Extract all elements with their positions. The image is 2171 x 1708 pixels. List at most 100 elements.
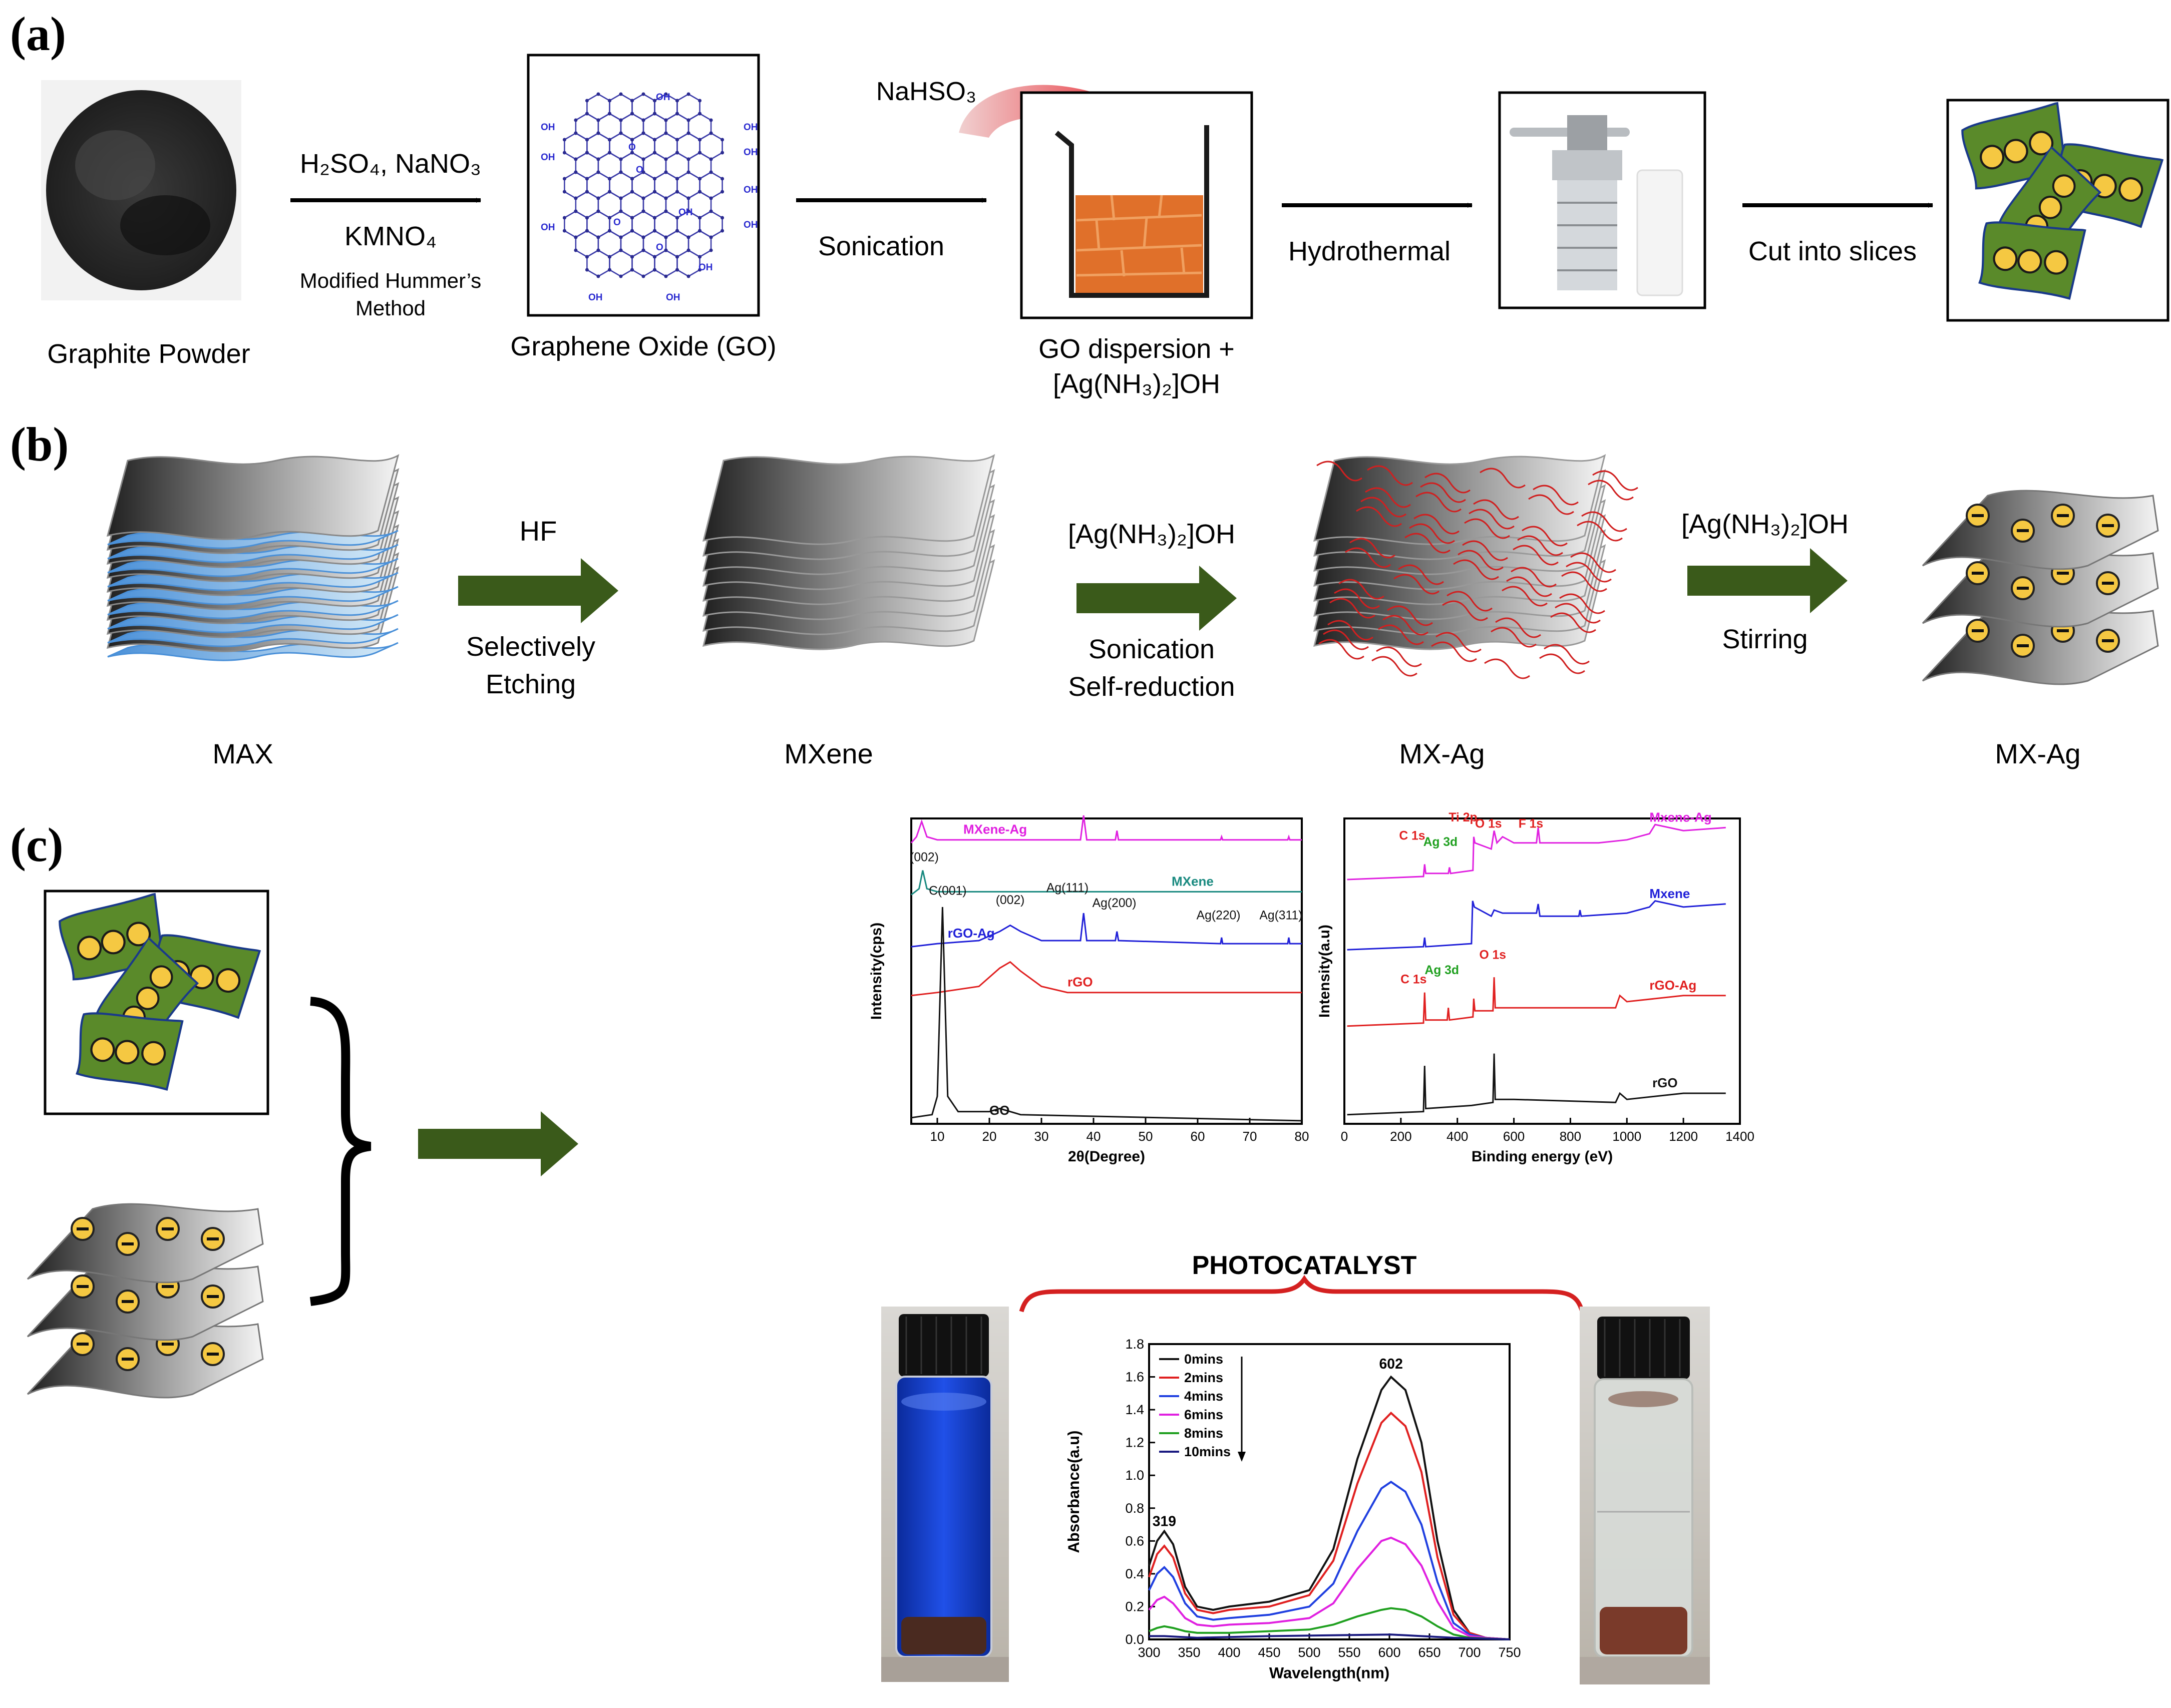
peak-annotation: Ag(111): [1046, 881, 1089, 895]
negative-charge: [162, 1285, 174, 1288]
silver-fiber: [1469, 509, 1515, 530]
negative-charge: [122, 1242, 134, 1245]
x-tick-label: 40: [1087, 1129, 1101, 1144]
rgo-ag-slices-c: [44, 890, 269, 1115]
negative-charge: [1972, 514, 1984, 517]
series-label: rGO: [1067, 975, 1093, 990]
silver-fiber: [1431, 641, 1477, 662]
go-group-label: OH: [588, 292, 603, 303]
x-tick-label: 400: [1218, 1645, 1240, 1660]
series-line: [911, 907, 1302, 1122]
mxene-sheet: [702, 454, 995, 545]
reagent2-label: [Ag(NH₃)₂]OH: [1681, 509, 1849, 539]
legend-entry: 6mins: [1184, 1407, 1223, 1422]
mxag-label-1: MX-Ag: [1399, 738, 1485, 769]
go-group-label: O: [613, 217, 621, 228]
x-tick-label: 70: [1243, 1129, 1257, 1144]
combine-brace: [309, 997, 372, 1306]
negative-charge: [122, 1300, 134, 1303]
silver-fiber: [1577, 521, 1623, 542]
silver-fiber: [1420, 482, 1466, 503]
max-sheet: [106, 454, 400, 540]
series-label: rGO-Ag: [948, 926, 995, 941]
stirring-label: Stirring: [1722, 624, 1807, 654]
trend-arrow-head: [1238, 1452, 1246, 1462]
peak-annotation: Ag(200): [1093, 897, 1137, 910]
x-tick-label: 50: [1139, 1129, 1153, 1144]
series-line: [911, 913, 1302, 948]
silver-fiber: [1365, 487, 1411, 508]
x-axis-label: Binding energy (eV): [1472, 1148, 1613, 1165]
silver-fiber: [1378, 624, 1424, 645]
legend-entry: 8mins: [1184, 1426, 1223, 1441]
sonication-label: Sonication: [818, 231, 944, 261]
peak-annotation: C 1s: [1399, 829, 1425, 843]
silver-fiber: [1329, 598, 1375, 619]
silver-fiber: [1533, 485, 1579, 506]
peak-label: 319: [1153, 1514, 1176, 1530]
silver-fiber: [1581, 511, 1627, 532]
y-tick-label: 1.8: [1125, 1337, 1144, 1352]
silver-fiber: [1409, 523, 1455, 544]
negative-charge: [207, 1353, 219, 1356]
negative-charge: [77, 1285, 89, 1288]
y-axis-label: Intensity(cps): [868, 923, 885, 1020]
x-tick-label: 600: [1503, 1129, 1525, 1144]
legend-entry: 10mins: [1184, 1444, 1231, 1459]
x-tick-label: 10: [930, 1129, 945, 1144]
reagent1-label: [Ag(NH₃)₂]OH: [1068, 519, 1235, 549]
silver-fiber: [1592, 470, 1638, 491]
series-line: [911, 961, 1302, 997]
x-tick-label: 300: [1138, 1645, 1160, 1660]
silver-fiber: [1480, 468, 1526, 489]
y-tick-label: 1.2: [1125, 1435, 1144, 1450]
series-label: GO: [989, 1103, 1009, 1118]
dispersion-label: GO dispersion +: [1038, 334, 1235, 364]
series-line: [1347, 1053, 1726, 1116]
silver-fiber: [1367, 465, 1413, 486]
x-tick-label: 1400: [1725, 1129, 1754, 1144]
series-label: Mxene-Ag: [1649, 809, 1711, 824]
mx-ag-structure-fibers: [1313, 454, 1638, 679]
silver-fiber: [1464, 518, 1510, 539]
go-group-label: OH: [744, 147, 758, 158]
self-reduction-label: Self-reduction: [1068, 672, 1235, 702]
x-tick-label: 60: [1191, 1129, 1205, 1144]
series-line: [1148, 1480, 1510, 1640]
silver-fiber: [1349, 538, 1395, 559]
green-arrow-combine: [418, 1111, 578, 1176]
silver-fiber: [1360, 497, 1406, 518]
silver-fiber: [1318, 639, 1364, 660]
negative-charge: [2017, 644, 2029, 647]
y-tick-label: 0.2: [1125, 1599, 1144, 1614]
silver-fiber: [1544, 644, 1590, 665]
silver-fiber: [1393, 574, 1439, 595]
peak-annotation: (002): [910, 850, 939, 864]
silver-fiber: [1442, 600, 1488, 621]
silver-fiber: [1453, 559, 1499, 580]
series-label: rGO-Ag: [1649, 978, 1696, 993]
silver-fiber: [1522, 526, 1568, 547]
series-label: MXene-Ag: [963, 822, 1027, 837]
mxene-label: MXene: [784, 738, 873, 769]
silver-fiber: [1588, 480, 1634, 501]
silver-fiber: [1435, 632, 1482, 653]
silver-fiber: [1555, 603, 1601, 624]
series-line: [1148, 1536, 1510, 1640]
y-tick-label: 0.6: [1125, 1533, 1144, 1548]
negative-charge: [1972, 572, 1984, 575]
silver-fiber: [1458, 550, 1504, 571]
mx-ag-charged-sheets-c: [27, 1203, 264, 1399]
silver-fiber: [1371, 656, 1417, 677]
x-tick-label: 1000: [1612, 1129, 1641, 1144]
go-group-label: OH: [541, 152, 555, 163]
go-group-label: OH: [744, 220, 758, 230]
negative-charge: [2102, 524, 2114, 527]
silver-fiber: [1484, 658, 1530, 679]
series-line: [1148, 1375, 1510, 1640]
peak-annotation: O 1s: [1479, 949, 1506, 962]
nahso3-label: NaHSO₃: [876, 77, 976, 106]
go-label: Graphene Oxide (GO): [510, 331, 776, 361]
